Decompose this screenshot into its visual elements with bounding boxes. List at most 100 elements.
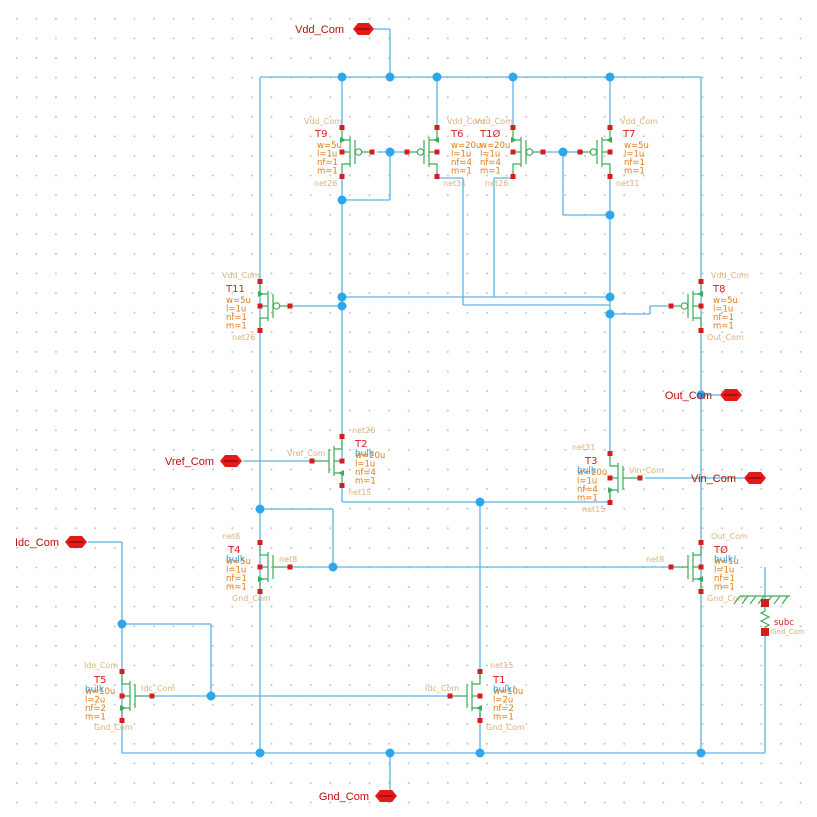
transistor-t6-pin-bottom: net31 <box>443 179 466 188</box>
transistor-t6-param: l=1u <box>451 150 471 160</box>
transistor-t3-pin-gate: Vin_Com <box>629 466 664 475</box>
port-out[interactable]: Out_Com <box>665 389 742 402</box>
transistor-t7-param: l=1u <box>624 150 644 160</box>
transistor-t3-param: l=1u <box>577 477 597 487</box>
transistor-t5-param: l=2u <box>85 696 105 706</box>
port-idc[interactable]: Idc_Com <box>15 536 87 549</box>
transistor-t3-param: nf=4 <box>577 485 598 495</box>
transistor-t5-param: m=1 <box>85 713 106 723</box>
transistor-t7-pin-bottom: net31 <box>616 179 639 188</box>
transistor-t5-pin-bottom: Gnd_Com <box>94 723 133 732</box>
transistor-t11-param: nf=1 <box>226 313 247 323</box>
transistor-t1[interactable]: T1w=10ul=2unf=2m=1bulk!net15Gnd_ComIdc_C… <box>425 661 525 732</box>
transistor-t0-param: nf=1 <box>714 574 735 584</box>
transistor-t11-name: T11 <box>225 284 245 295</box>
transistor-t0-param: w=1u <box>714 557 739 567</box>
transistor-t0-pin-gate: net8 <box>646 555 664 564</box>
transistor-t1-param: m=1 <box>493 713 514 723</box>
transistor-t9-pin-top: Vdd_Com <box>304 117 342 126</box>
junction-dots <box>117 72 706 758</box>
transistor-t3-name: T3 <box>584 456 597 467</box>
transistor-t11-pin-top: Vdd_Com <box>222 271 260 280</box>
transistor-t5-name: T5 <box>93 675 106 686</box>
port-gnd-label: Gnd_Com <box>319 791 369 803</box>
transistor-t9-param: l=1u <box>317 150 337 160</box>
transistor-t11-param: m=1 <box>226 322 247 332</box>
transistor-t2-pin-gate: Vref_Com <box>287 449 326 458</box>
transistor-t8-param: l=1u <box>713 305 733 315</box>
transistor-t1-pin-top: net15 <box>490 661 513 670</box>
transistor-t9-param: w=5u <box>317 141 342 151</box>
transistor-t3-bulk: bulk <box>577 466 597 476</box>
transistor-t0-pin-top: Out_Com <box>711 532 748 541</box>
transistor-t7-param: m=1 <box>624 167 645 177</box>
transistor-t2-pin-bottom: net15 <box>348 488 371 497</box>
transistor-t0-name: TØ <box>713 544 728 556</box>
transistor-t11-pin-bottom: net26 <box>232 333 255 342</box>
transistor-t5-bulk: bulk <box>85 685 105 695</box>
transistor-t1-param: l=2u <box>493 696 513 706</box>
transistor-t5-pin-gate: Idc_Com <box>141 684 175 693</box>
transistor-t6-pin-top: Vdd_Com <box>447 117 485 126</box>
transistor-t4-param: nf=1 <box>226 574 247 584</box>
wires <box>88 28 766 796</box>
transistor-t6-param: m=1 <box>451 167 472 177</box>
transistor-t11-param: w=5u <box>226 296 251 306</box>
subc-pin-label: Gnd_Com <box>771 628 805 636</box>
transistor-t6-name: T6 <box>450 129 463 140</box>
transistor-t7-param: w=5u <box>624 141 649 151</box>
substrate-ground-symbol: subc Gnd_Com <box>733 595 805 636</box>
transistor-t8-param: m=1 <box>713 322 734 332</box>
port-vin[interactable]: Vin_Com <box>691 472 766 485</box>
transistor-t10-param: nf=4 <box>480 158 501 168</box>
port-vref[interactable]: Vref_Com <box>165 455 242 468</box>
transistor-t7-name: T7 <box>622 129 635 140</box>
transistor-t11-param: l=1u <box>226 305 246 315</box>
transistor-t2-bulk: bulk <box>355 449 375 459</box>
transistor-t9-param: nf=1 <box>317 158 338 168</box>
transistor-t5[interactable]: T5w=10ul=2unf=2m=1bulkIdc_ComGnd_ComIdc_… <box>84 661 175 732</box>
transistor-t4-param: m=1 <box>226 583 247 593</box>
transistor-t8-name: T8 <box>712 284 725 295</box>
transistor-t8-pin-top: Vdd_Com <box>711 271 749 280</box>
transistor-t1-param: nf=2 <box>493 704 514 714</box>
transistor-t4-bulk: bulk <box>226 555 246 565</box>
transistor-t5-param: w=10u <box>85 687 115 697</box>
transistor-t8-param: w=5u <box>713 296 738 306</box>
transistor-t5-param: nf=2 <box>85 704 106 714</box>
transistor-t3-param: w=20u <box>577 468 607 478</box>
port-vdd[interactable]: Vdd_Com <box>295 23 374 36</box>
transistor-t0-pin-bottom: Gnd_Com <box>707 594 746 603</box>
transistor-t3-pin-bottom: net15 <box>582 505 605 514</box>
transistor-t10-param: w=20u <box>480 141 510 151</box>
transistor-t6-param: w=20u <box>451 141 481 151</box>
port-vin-label: Vin_Com <box>691 473 736 485</box>
transistor-t8-pin-bottom: Out_Com <box>707 333 744 342</box>
transistor-t0-param: m=1 <box>714 583 735 593</box>
transistor-t2-pin-top: net26 <box>352 426 375 435</box>
port-gnd[interactable]: Gnd_Com <box>319 790 397 803</box>
transistor-t8-param: nf=1 <box>713 313 734 323</box>
transistor-t10-pin-top: Vdd_Com <box>475 117 513 126</box>
transistor-t10-pin-bottom: net26 <box>485 179 508 188</box>
transistor-t2-param: w=20u <box>355 451 385 461</box>
transistor-t2-param: nf=4 <box>355 468 376 478</box>
transistor-t4-param: w=5u <box>226 557 251 567</box>
port-vdd-label: Vdd_Com <box>295 24 344 36</box>
transistor-t9-name: T9 <box>314 129 327 140</box>
transistor-t1-pin-bottom: Gnd_Com <box>486 723 525 732</box>
transistor-t10-name: T1Ø <box>479 128 500 140</box>
transistor-t2-param: l=1u <box>355 460 375 470</box>
transistor-t9-pin-bottom: net26 <box>314 179 337 188</box>
